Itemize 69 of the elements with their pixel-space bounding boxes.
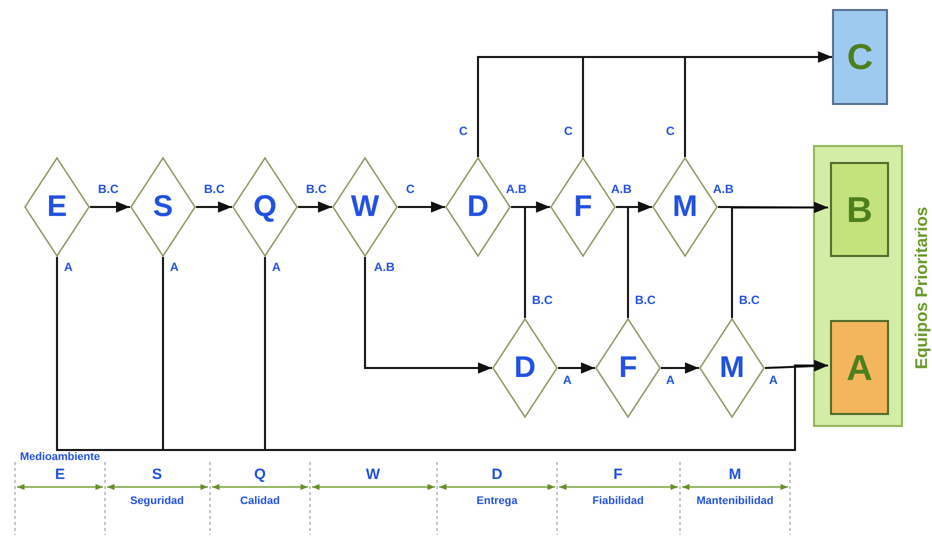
edge-label: B.C xyxy=(634,294,657,306)
node-letter: D xyxy=(467,192,489,222)
decision-diamond xyxy=(595,318,661,418)
edge-label: A.B xyxy=(373,261,396,273)
edge-label: A.B xyxy=(610,183,633,195)
category-box xyxy=(830,162,889,257)
arrow xyxy=(558,362,595,374)
edge-label: A.B xyxy=(505,183,528,195)
node-letter: M xyxy=(720,353,744,383)
arrow xyxy=(627,201,652,318)
node-letter: Q xyxy=(253,192,277,222)
scale-caption: Seguridad xyxy=(130,496,184,507)
node-letter: F xyxy=(574,192,592,222)
scale-letter: W xyxy=(366,467,380,482)
decision-diamond xyxy=(24,157,90,257)
edge-label: C xyxy=(458,125,469,137)
node-letter: E xyxy=(46,192,67,222)
edge-label: A xyxy=(63,261,74,273)
box-letter: A xyxy=(846,350,872,386)
scale-caption: Fiabilidad xyxy=(592,496,644,507)
scale-caption: Medioambiente xyxy=(20,452,100,463)
arrow xyxy=(661,362,699,374)
box-letter: B xyxy=(846,192,872,228)
arrow xyxy=(684,51,832,157)
edge-label: B.C xyxy=(531,294,554,306)
scale-caption: Calidad xyxy=(240,496,280,507)
arrow xyxy=(364,257,492,374)
category-box xyxy=(832,9,888,105)
node-letter: W xyxy=(350,192,380,222)
edge-label: B.C xyxy=(305,183,328,195)
edge-label: A.B xyxy=(712,183,735,195)
node-letter: S xyxy=(152,192,173,222)
scale-caption: Entrega xyxy=(476,496,518,507)
arrow xyxy=(90,201,130,213)
decision-diamond xyxy=(232,157,298,257)
decision-diamond xyxy=(492,318,558,418)
edge-label: A xyxy=(562,374,573,386)
edge-label: A xyxy=(665,374,676,386)
scale-letter: F xyxy=(613,467,623,482)
scale-letter: S xyxy=(152,467,162,482)
decision-diamond xyxy=(130,157,196,257)
scale-letter: M xyxy=(728,467,742,482)
edge-label: C xyxy=(665,125,676,137)
edge-label: A xyxy=(169,261,180,273)
edge-label: B.C xyxy=(203,183,226,195)
node-letter: M xyxy=(672,192,698,222)
edge-label: B.C xyxy=(97,183,120,195)
scale-letter: D xyxy=(492,467,502,482)
edge-label: A xyxy=(271,261,282,273)
node-letter: F xyxy=(618,353,638,383)
group-heading: Equipos Prioritarios xyxy=(912,206,932,370)
scale-letter: Q xyxy=(254,467,266,482)
edge-label: C xyxy=(563,125,574,137)
edge-label: C xyxy=(405,183,416,195)
category-box xyxy=(830,320,889,415)
arrow xyxy=(264,257,828,451)
node-letter: D xyxy=(514,353,536,383)
arrow xyxy=(196,201,232,213)
arrow xyxy=(298,201,332,213)
decision-diamond xyxy=(332,157,398,257)
box-letter: C xyxy=(847,39,873,75)
arrow xyxy=(731,202,828,318)
decision-diamond xyxy=(699,318,765,418)
arrow xyxy=(524,201,550,318)
edge-label: A xyxy=(768,374,779,386)
scale-letter: E xyxy=(55,467,65,482)
scale-caption: Mantenibilidad xyxy=(696,496,774,507)
arrow xyxy=(398,201,445,213)
edge-label: B.C xyxy=(738,294,761,306)
